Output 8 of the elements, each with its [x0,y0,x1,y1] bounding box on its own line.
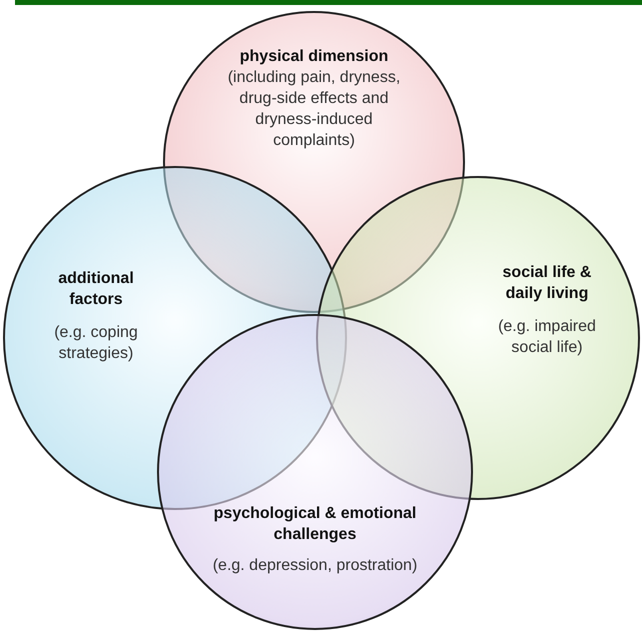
circle-description: (e.g. depression, prostration) [212,556,418,576]
circle-heading: physical dimension [240,47,388,67]
circle-description: (including pain, dryness, drug-side effects and dryness-induced complaints) [226,68,402,151]
circle-heading: social life & daily living [502,263,592,304]
circle-description: (e.g. coping strategies) [53,323,139,364]
circle-heading: additional factors [57,269,135,310]
circle-description: (e.g. impaired social life) [497,317,597,358]
circle-heading: psychological & emotional challenges [212,504,418,545]
